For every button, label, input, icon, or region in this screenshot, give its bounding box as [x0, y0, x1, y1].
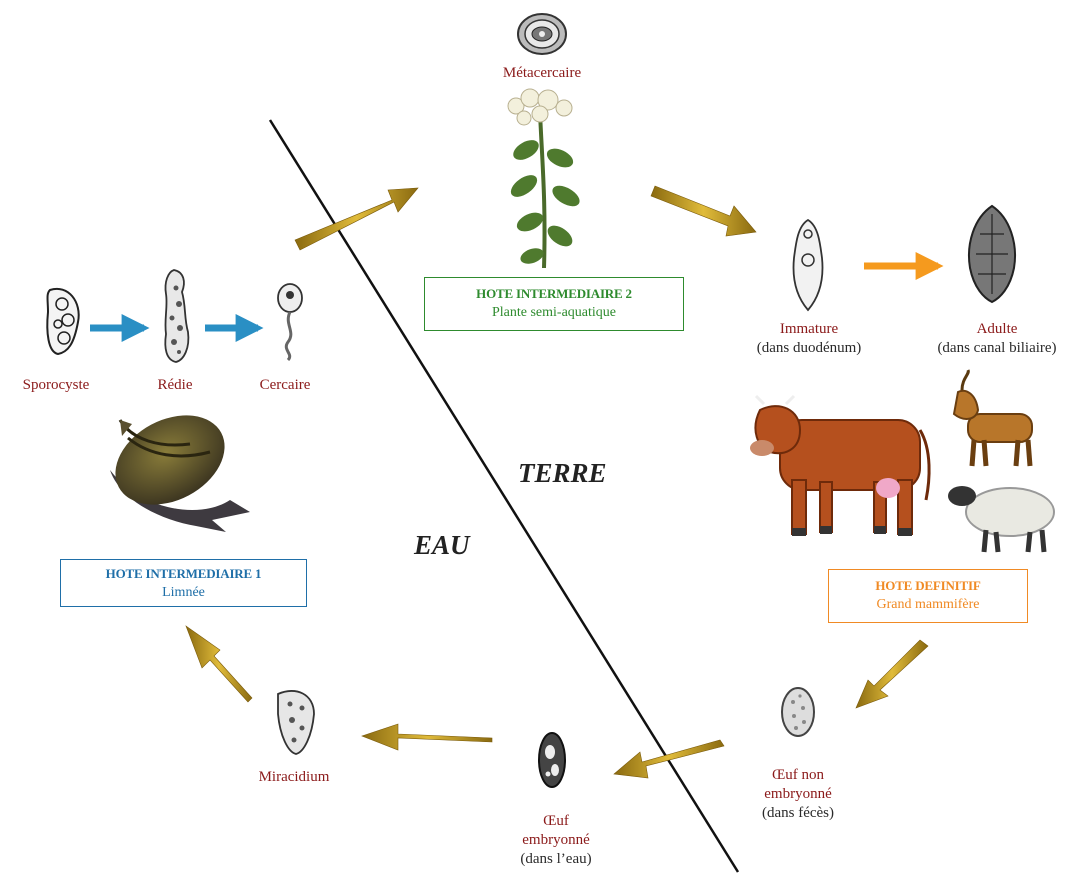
host-box-definitive: HOTE DEFINITIF Grand mammifère [828, 569, 1028, 623]
host-1-title: HOTE INTERMEDIAIRE 1 [105, 566, 262, 581]
host-box-intermediate-2: HOTE INTERMEDIAIRE 2 Plante semi-aquatiq… [424, 277, 684, 331]
label-immature-location: (dans duodénum) [756, 340, 862, 356]
label-miracidium: Miracidium [258, 769, 330, 785]
host-definitive-title: HOTE DEFINITIF [875, 578, 981, 593]
host-box-intermediate-1: HOTE INTERMEDIAIRE 1 Limnée [60, 559, 307, 607]
arrow-miracidium-to-snail [185, 625, 253, 703]
adult-fluke-icon [968, 204, 1016, 304]
arrow-cercaire-to-metacercaire [294, 187, 419, 251]
snail-icon [110, 415, 250, 532]
metacercaire-icon [517, 13, 567, 55]
miracidium-icon [277, 690, 315, 755]
host-2-name: Plante semi-aquatique [491, 305, 617, 320]
host-definitive-name: Grand mammifère [876, 597, 980, 612]
label-unembryonated-egg: Œuf non embryonné (dans fécès) [736, 766, 860, 823]
arrow-embryonated-to-miracidium [361, 723, 493, 751]
label-embryonated-egg: Œuf embryonné (dans l’eau) [494, 812, 618, 869]
label-unembryonated-egg-location: (dans fécès) [761, 805, 835, 821]
unembryonated-egg-icon [781, 687, 815, 737]
label-immature: Immature (dans duodénum) [736, 320, 882, 358]
host-2-title: HOTE INTERMEDIAIRE 2 [476, 286, 632, 301]
environment-water-label: EAU [414, 530, 470, 560]
immature-fluke-icon [792, 218, 824, 312]
cercaire-icon [277, 283, 303, 362]
label-adulte-location: (dans canal biliaire) [937, 340, 1057, 356]
label-redie: Rédie [157, 377, 193, 393]
environment-land-label: TERRE [518, 458, 607, 488]
embryonated-egg-icon [538, 732, 566, 788]
label-adulte: Adulte (dans canal biliaire) [912, 320, 1082, 358]
sheep-icon [948, 486, 1055, 553]
goat-icon [952, 369, 1033, 467]
arrow-egg-to-embryonated [613, 739, 725, 779]
label-embryonated-egg-line2: embryonné [522, 832, 590, 848]
label-sporocyste: Sporocyste [22, 377, 90, 393]
sporocyste-icon [46, 287, 80, 356]
label-metacercaire: Métacercaire [502, 65, 582, 81]
label-embryonated-egg-line1: Œuf [543, 813, 569, 829]
plant-icon [507, 88, 580, 269]
arrow-mammal-to-egg [855, 639, 929, 709]
redie-icon [164, 269, 190, 363]
water-land-divider [268, 119, 740, 873]
label-unembryonated-egg-line2: embryonné [764, 786, 832, 802]
label-embryonated-egg-location: (dans l’eau) [520, 851, 592, 867]
arrow-plant-to-immature [650, 185, 757, 237]
label-adulte-title: Adulte [976, 321, 1018, 337]
label-immature-title: Immature [779, 321, 839, 337]
host-1-name: Limnée [162, 585, 205, 600]
cow-icon [750, 394, 931, 536]
label-cercaire: Cercaire [259, 377, 311, 393]
label-unembryonated-egg-line1: Œuf non [771, 767, 825, 783]
